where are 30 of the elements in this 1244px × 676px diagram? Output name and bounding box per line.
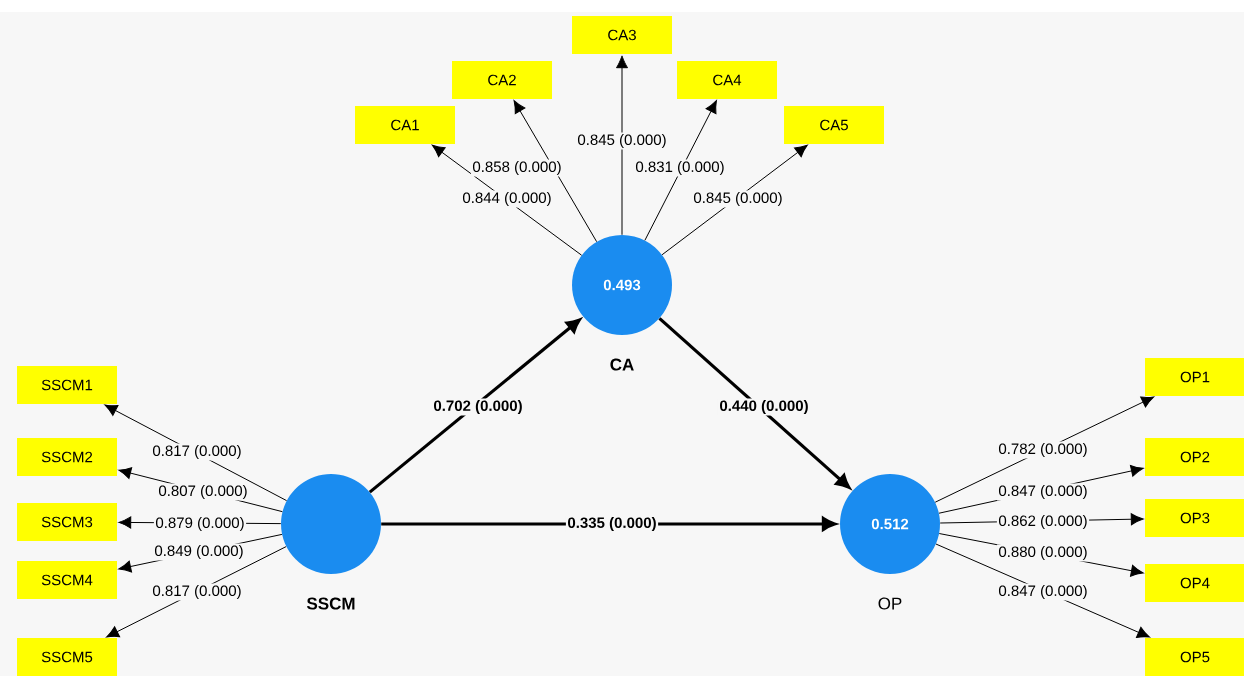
indicator-box: SSCM4 bbox=[17, 561, 117, 599]
construct-label: CA bbox=[610, 358, 634, 371]
construct-label: OP bbox=[878, 597, 902, 610]
indicator-box: SSCM2 bbox=[17, 438, 117, 476]
arrow bbox=[935, 543, 1150, 638]
construct-circle bbox=[281, 474, 381, 574]
arrow bbox=[658, 317, 851, 489]
indicator-box: CA1 bbox=[355, 106, 455, 144]
indicator-box: OP4 bbox=[1145, 564, 1244, 602]
arrow bbox=[934, 396, 1155, 503]
arrow bbox=[661, 144, 808, 256]
indicator-box: OP5 bbox=[1145, 638, 1244, 676]
indicator-box: CA5 bbox=[784, 106, 884, 144]
arrow bbox=[431, 144, 583, 256]
indicator-box: OP2 bbox=[1145, 438, 1244, 476]
indicator-box: OP3 bbox=[1145, 499, 1244, 537]
indicator-box: OP1 bbox=[1145, 358, 1244, 396]
indicator-box: SSCM5 bbox=[17, 638, 117, 676]
indicator-box: CA3 bbox=[572, 16, 672, 54]
arrow bbox=[644, 100, 717, 241]
indicator-box: CA4 bbox=[677, 61, 777, 99]
arrow bbox=[104, 404, 288, 502]
indicator-box: SSCM3 bbox=[17, 503, 117, 541]
indicator-box: SSCM1 bbox=[17, 366, 117, 404]
construct-label: SSCM bbox=[306, 597, 355, 610]
arrow bbox=[368, 318, 581, 494]
indicator-box: CA2 bbox=[452, 61, 552, 99]
arrow bbox=[616, 55, 629, 236]
arrow bbox=[106, 546, 287, 638]
arrow bbox=[513, 100, 598, 243]
